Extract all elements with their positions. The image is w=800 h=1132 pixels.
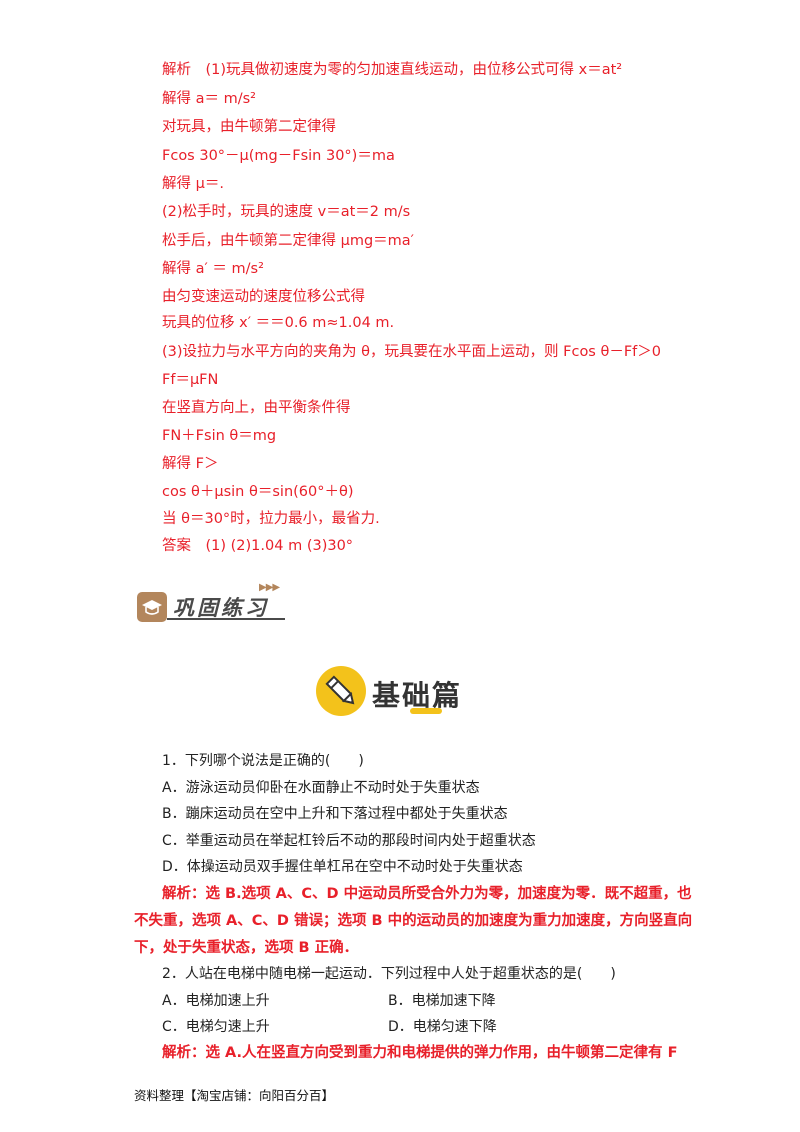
basic-underline-mark: [410, 708, 442, 714]
solution-line-9: 由匀变速运动的速度位移公式得: [162, 289, 365, 305]
solution-line-13: 在竖直方向上，由平衡条件得: [162, 400, 351, 416]
solution-line-4: Fcos 30°－μ(mg－Fsin 30°)＝ma: [162, 148, 395, 164]
q1-answer-line-3: 下，处于失重状态，选项 B 正确．: [134, 940, 359, 956]
q1-option-c: C．举重运动员在举起杠铃后不动的那段时间内处于超重状态: [162, 833, 536, 849]
solution-line-17: 当 θ＝30°时，拉力最小，最省力.: [162, 511, 380, 527]
q1-answer-line-2: 不失重，选项 A、C、D 错误；选项 B 中的运动员的加速度为重力加速度，方向竖…: [134, 913, 693, 929]
solution-line-8: 解得 a′ ＝ m/s²: [162, 261, 264, 277]
basic-badge: 基础篇: [316, 666, 486, 720]
solution-line-11: (3)设拉力与水平方向的夹角为 θ，玩具要在水平面上运动，则 Fcos θ－Ff…: [162, 344, 662, 360]
solution-line-14: FN＋Fsin θ＝mg: [162, 428, 277, 444]
graduation-cap-icon: [137, 592, 167, 622]
section-underline: [167, 618, 285, 620]
q2-answer: 解析：选 A.人在竖直方向受到重力和电梯提供的弹力作用，由牛顿第二定律有 F: [162, 1045, 678, 1061]
arrows-icon: ▶▶▶: [259, 582, 280, 593]
solution-line-3: 对玩具，由牛顿第二定律得: [162, 119, 336, 135]
section-header: 巩固练习 ▶▶▶: [137, 582, 285, 624]
q1-option-a: A．游泳运动员仰卧在水面静止不动时处于失重状态: [162, 780, 480, 796]
basic-title: 基础篇: [372, 679, 463, 712]
answer-line: 答案 (1) (2)1.04 m (3)30°: [162, 538, 354, 554]
q2-option-a: A．电梯加速上升: [162, 993, 270, 1009]
solution-line-1: 解析 (1)玩具做初速度为零的匀加速直线运动，由位移公式可得 x＝at²: [162, 62, 623, 78]
q1-stem: 1．下列哪个说法是正确的( ): [162, 753, 364, 769]
footer-text: 资料整理【淘宝店铺：向阳百分百】: [134, 1088, 335, 1103]
solution-line-16: cos θ＋μsin θ＝sin(60°＋θ): [162, 484, 354, 500]
section-title: 巩固练习: [173, 596, 269, 620]
solution-line-15: 解得 F＞: [162, 456, 219, 472]
q1-option-b: B．蹦床运动员在空中上升和下落过程中都处于失重状态: [162, 806, 508, 822]
q1-answer-line-1: 解析：选 B.选项 A、C、D 中运动员所受合外力为零，加速度为零．既不超重，也: [162, 886, 692, 902]
q2-option-d: D．电梯匀速下降: [388, 1019, 497, 1035]
solution-line-6: (2)松手时，玩具的速度 v＝at＝2 m/s: [162, 204, 411, 220]
q2-option-c: C．电梯匀速上升: [162, 1019, 270, 1035]
q2-stem: 2．人站在电梯中随电梯一起运动．下列过程中人处于超重状态的是( ): [162, 966, 616, 982]
solution-line-10: 玩具的位移 x′ ＝＝0.6 m≈1.04 m.: [162, 315, 395, 331]
solution-line-5: 解得 μ＝.: [162, 176, 224, 192]
solution-line-2: 解得 a＝ m/s²: [162, 91, 256, 107]
solution-line-12: Ff＝μFN: [162, 372, 219, 388]
pencil-icon: [316, 666, 366, 716]
q2-option-b: B．电梯加速下降: [388, 993, 496, 1009]
solution-line-7: 松手后，由牛顿第二定律得 μmg＝ma′: [162, 233, 414, 249]
q1-option-d: D．体操运动员双手握住单杠吊在空中不动时处于失重状态: [162, 859, 523, 875]
